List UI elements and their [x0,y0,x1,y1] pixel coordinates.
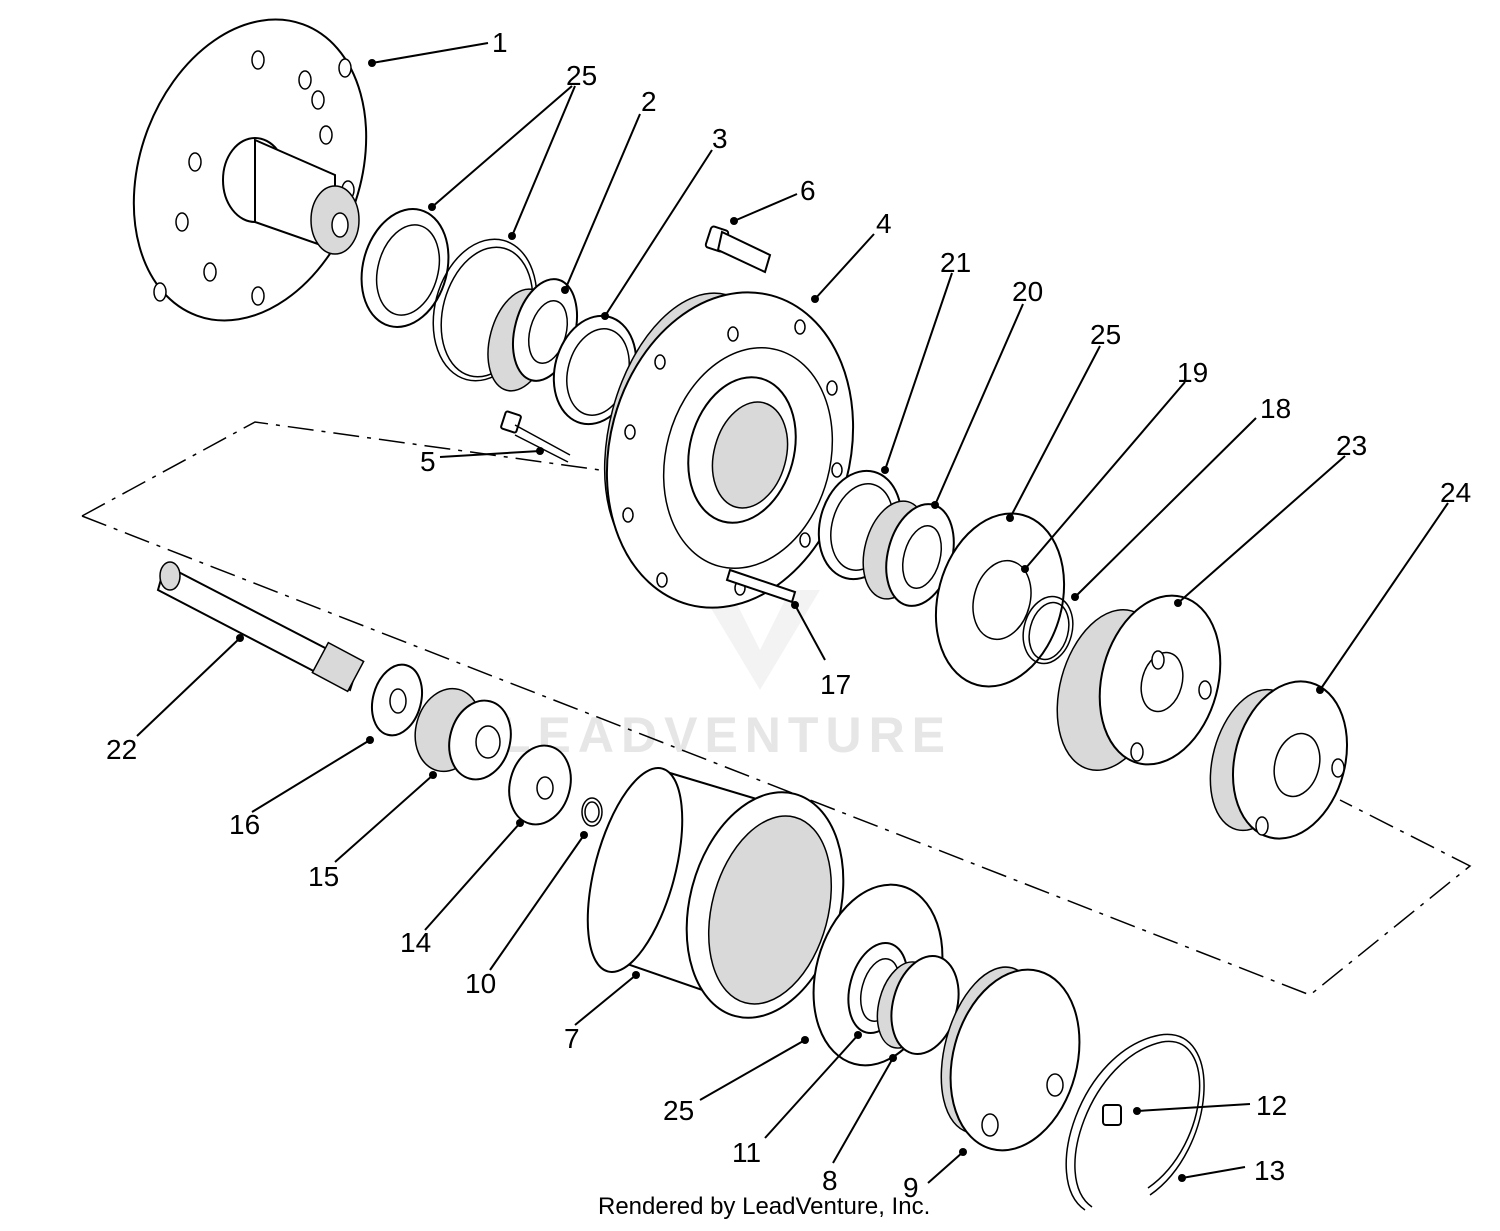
part-flange-shaft[interactable] [94,0,407,353]
part-bolt[interactable] [500,410,571,463]
callout-label: 22 [106,734,137,765]
callout-label: 10 [465,968,496,999]
watermark-text: LEADVENTURE [500,707,952,763]
part-wheel-hub[interactable] [573,264,888,635]
callout-label: 9 [903,1172,919,1203]
callout-label: 21 [940,247,971,278]
part-planet-carrier-primary[interactable] [1040,582,1238,782]
part-cover-snap-ring[interactable] [1065,1033,1205,1211]
leader-lines [136,42,1449,1184]
part-wheel-stud[interactable] [704,225,772,274]
callout-labels: 1 25 2 3 6 4 21 20 25 19 18 23 24 5 17 2… [106,27,1471,1203]
part-seal-upper[interactable] [349,199,461,337]
callout-label: 5 [420,446,436,477]
callout-label: 19 [1177,357,1208,388]
part-dowel-pin[interactable] [725,568,797,604]
part-drain-plug[interactable] [1102,1104,1122,1126]
callout-label: 12 [1256,1090,1287,1121]
part-thrust-washer-middle[interactable] [917,499,1082,701]
part-double-gear[interactable] [406,681,519,786]
callout-label: 8 [822,1165,838,1196]
part-end-cover[interactable] [925,955,1099,1165]
callout-label: 25 [1090,319,1121,350]
callout-label: 23 [1336,430,1367,461]
callout-label: 2 [641,86,657,117]
callout-label: 18 [1260,393,1291,424]
callout-label: 24 [1440,477,1471,508]
callout-label: 7 [564,1023,580,1054]
rendered-by-credit: Rendered by LeadVenture, Inc. [598,1193,931,1220]
callout-label: 6 [800,175,816,206]
part-thrust-washer-small[interactable] [365,659,430,741]
callout-label: 17 [820,669,851,700]
callout-label: 1 [492,27,508,58]
callout-label: 13 [1254,1155,1285,1186]
part-retaining-ring[interactable] [581,797,603,827]
part-bearing-cone-upper[interactable] [478,272,588,398]
callout-label: 25 [566,60,597,91]
watermark-logo [700,590,820,690]
part-planet-carrier-secondary[interactable] [1196,668,1364,851]
part-ring-gear-housing[interactable] [569,758,867,1035]
callout-label: 20 [1012,276,1043,307]
callout-label: 11 [732,1137,761,1168]
callout-label: 3 [712,123,728,154]
callout-label: 16 [229,809,260,840]
callout-label: 15 [308,861,339,892]
part-bearing-cone-lower[interactable] [853,494,964,614]
callout-label: 4 [876,208,892,239]
callout-label: 14 [400,927,431,958]
callout-label: 25 [663,1095,694,1126]
part-snap-ring[interactable] [1016,591,1080,669]
part-sun-gear[interactable] [501,739,580,832]
part-input-shaft[interactable] [156,561,365,693]
part-thrust-plate[interactable] [868,948,968,1061]
